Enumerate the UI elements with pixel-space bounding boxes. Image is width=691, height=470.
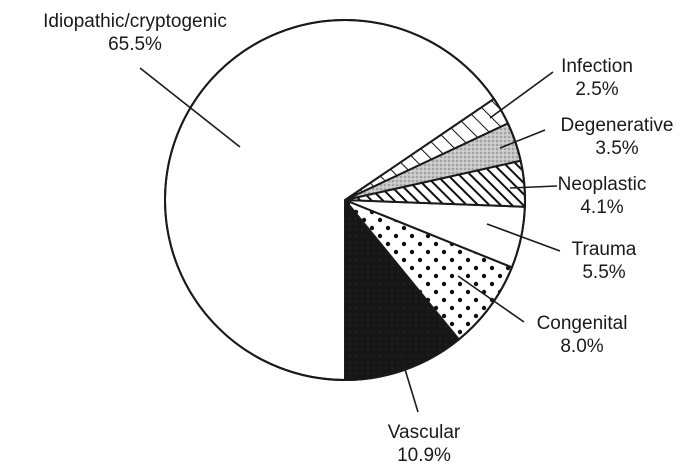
slice-value-infection: 2.5% (575, 79, 618, 100)
slice-label-infection: Infection (561, 56, 633, 77)
leader-line-trauma (486, 223, 561, 252)
slice-value-degenerative: 3.5% (595, 138, 638, 159)
slice-value-idiopathic-cryptogenic: 65.5% (108, 34, 162, 55)
pie-outline (164, 19, 526, 381)
slice-value-vascular: 10.9% (397, 445, 451, 466)
leader-line-idiopathic-cryptogenic (139, 67, 241, 148)
slice-label-trauma: Trauma (572, 239, 637, 260)
slice-value-trauma: 5.5% (582, 262, 625, 283)
leader-line-congenital (457, 275, 525, 323)
leader-line-degenerative (499, 129, 546, 149)
leader-line-neoplastic (509, 185, 558, 189)
slice-value-neoplastic: 4.1% (580, 197, 623, 218)
leader-line-infection (489, 71, 554, 119)
slice-value-congenital: 8.0% (560, 336, 603, 357)
pie-slices (164, 19, 526, 382)
leader-lines (139, 67, 561, 413)
slice-label-neoplastic: Neoplastic (558, 174, 647, 195)
slice-label-vascular: Vascular (388, 422, 461, 443)
slice-label-degenerative: Degenerative (560, 115, 673, 136)
slice-label-idiopathic-cryptogenic: Idiopathic/cryptogenic (43, 11, 227, 32)
leader-line-vascular (389, 319, 419, 413)
slice-label-congenital: Congenital (537, 313, 628, 334)
